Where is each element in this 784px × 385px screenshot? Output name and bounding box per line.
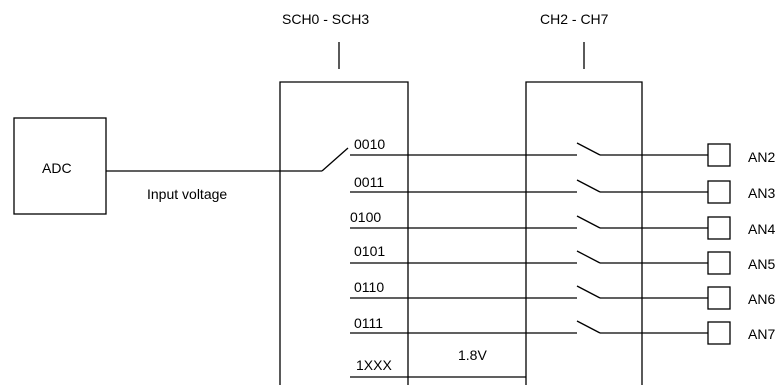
pin-terminal [707, 321, 731, 345]
reference-voltage-label: 1.8V [458, 347, 487, 363]
input-voltage-label: Input voltage [147, 186, 227, 202]
channel-switch [576, 215, 601, 229]
code-label: 0101 [354, 243, 385, 259]
code-label: 1XXX [356, 357, 392, 373]
pin-terminal [707, 251, 731, 275]
row-an4: 0100 AN4 [350, 209, 775, 240]
channel-switch [576, 179, 601, 193]
pin-terminal [707, 286, 731, 310]
pin-label: AN2 [748, 149, 775, 165]
row-reference: 1XXX 1.8V [350, 347, 526, 378]
pin-terminal [707, 180, 731, 204]
ch-block [525, 81, 643, 385]
adc-block [13, 117, 107, 215]
code-label: 0111 [354, 315, 383, 331]
row-an5: 0101 AN5 [350, 243, 775, 275]
channel-switch [576, 142, 601, 156]
channel-switch [576, 285, 601, 299]
selector-switch-blade [321, 147, 349, 172]
row-an7: 0111 AN7 [350, 315, 775, 345]
code-label: 0010 [354, 136, 385, 152]
row-an6: 0110 AN6 [350, 279, 775, 310]
pin-label: AN7 [748, 326, 775, 342]
sch-header: SCH0 - SCH3 [282, 11, 369, 27]
pin-label: AN5 [748, 256, 775, 272]
code-label: 0100 [350, 209, 381, 225]
pin-label: AN3 [748, 185, 775, 201]
pin-label: AN6 [748, 291, 775, 307]
channel-switch [576, 250, 601, 264]
row-an2: 0010 AN2 [350, 136, 775, 167]
code-label: 0110 [354, 279, 384, 295]
pin-label: AN4 [748, 221, 775, 237]
code-label: 0011 [354, 174, 384, 190]
pin-terminal [707, 216, 731, 240]
adc-label: ADC [42, 160, 72, 176]
sch-block [279, 81, 409, 385]
ch-header: CH2 - CH7 [540, 11, 609, 27]
row-an3: 0011 AN3 [350, 174, 775, 204]
channel-switch [576, 320, 601, 334]
pin-terminal [707, 143, 731, 167]
